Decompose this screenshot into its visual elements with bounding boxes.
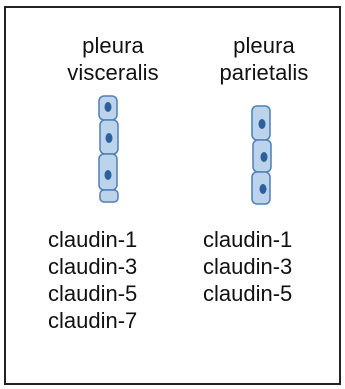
claudin-item: claudin-7: [48, 307, 188, 334]
cell-nucleus: [259, 119, 266, 129]
claudin-item: claudin-3: [203, 253, 339, 280]
parietal-cells-icon: [189, 86, 339, 226]
claudin-item: claudin-1: [48, 226, 188, 253]
claudin-item: claudin-3: [48, 253, 188, 280]
visceral-cell-stack: [99, 96, 118, 202]
cell-nucleus: [261, 152, 268, 162]
cell-nucleus: [105, 170, 112, 180]
visceral-title: pleura visceralis: [38, 32, 188, 86]
claudin-item: claudin-5: [203, 280, 339, 307]
parietal-title: pleura parietalis: [189, 32, 339, 86]
visceral-title-line1: pleura: [38, 32, 188, 59]
parietal-column: pleura parietalis claudin-1 claudin-3 cl…: [189, 8, 339, 307]
claudin-item: claudin-1: [203, 226, 339, 253]
cell-nucleus: [106, 133, 113, 143]
cell-shape: [100, 190, 118, 202]
parietal-cell-stack: [252, 106, 271, 204]
cell-nucleus: [260, 184, 267, 194]
parietal-claudin-list: claudin-1 claudin-3 claudin-5: [189, 226, 339, 307]
parietal-title-line2: parietalis: [189, 59, 339, 86]
visceral-title-line2: visceralis: [38, 59, 188, 86]
visceral-column: pleura visceralis claudin-1 claudin-3: [38, 8, 188, 334]
figure-frame: pleura visceralis claudin-1 claudin-3: [4, 6, 341, 385]
visceral-cells-icon: [38, 86, 188, 226]
visceral-claudin-list: claudin-1 claudin-3 claudin-5 claudin-7: [38, 226, 188, 334]
parietal-title-line1: pleura: [189, 32, 339, 59]
claudin-item: claudin-5: [48, 280, 188, 307]
cell-nucleus: [105, 102, 112, 112]
